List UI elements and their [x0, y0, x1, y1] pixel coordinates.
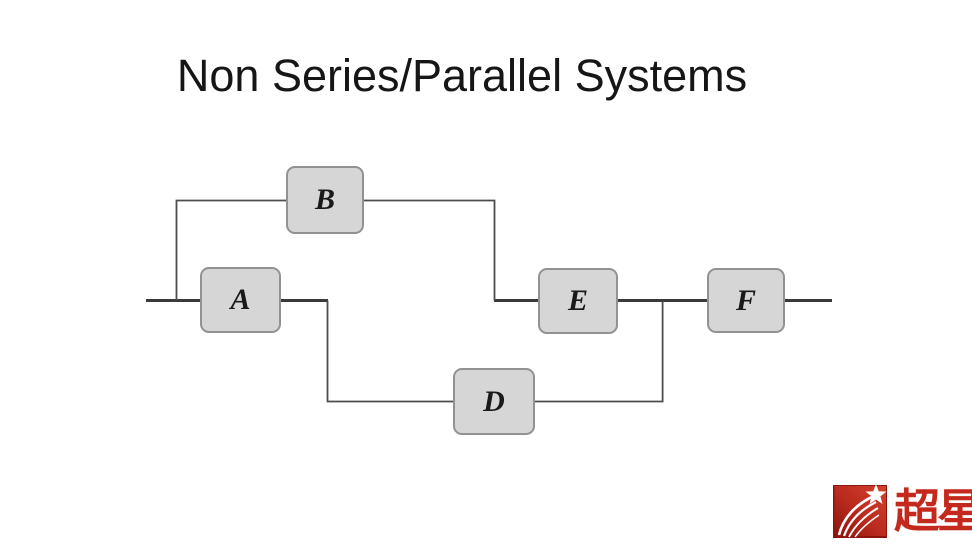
logo: 超星 [833, 485, 972, 538]
block-a: A [200, 267, 281, 333]
block-f: F [707, 268, 785, 333]
logo-star-icon [833, 485, 887, 538]
block-b: B [286, 166, 364, 234]
block-e: E [538, 268, 618, 334]
logo-text: 超星 [894, 486, 972, 537]
block-f-label: F [735, 283, 756, 317]
block-e-label: E [567, 284, 588, 317]
wire-a-to-d-drop [326, 300, 454, 403]
block-a-label: A [230, 283, 251, 316]
wire-b-to-e-drop [363, 199, 496, 301]
wire-junction-to-b [175, 199, 287, 301]
block-d-label: D [483, 384, 505, 418]
block-d: D [453, 368, 535, 435]
wire-d-to-main-rise [534, 301, 664, 403]
block-b-label: B [314, 183, 335, 216]
page-title: Non Series/Parallel Systems [176, 50, 748, 101]
